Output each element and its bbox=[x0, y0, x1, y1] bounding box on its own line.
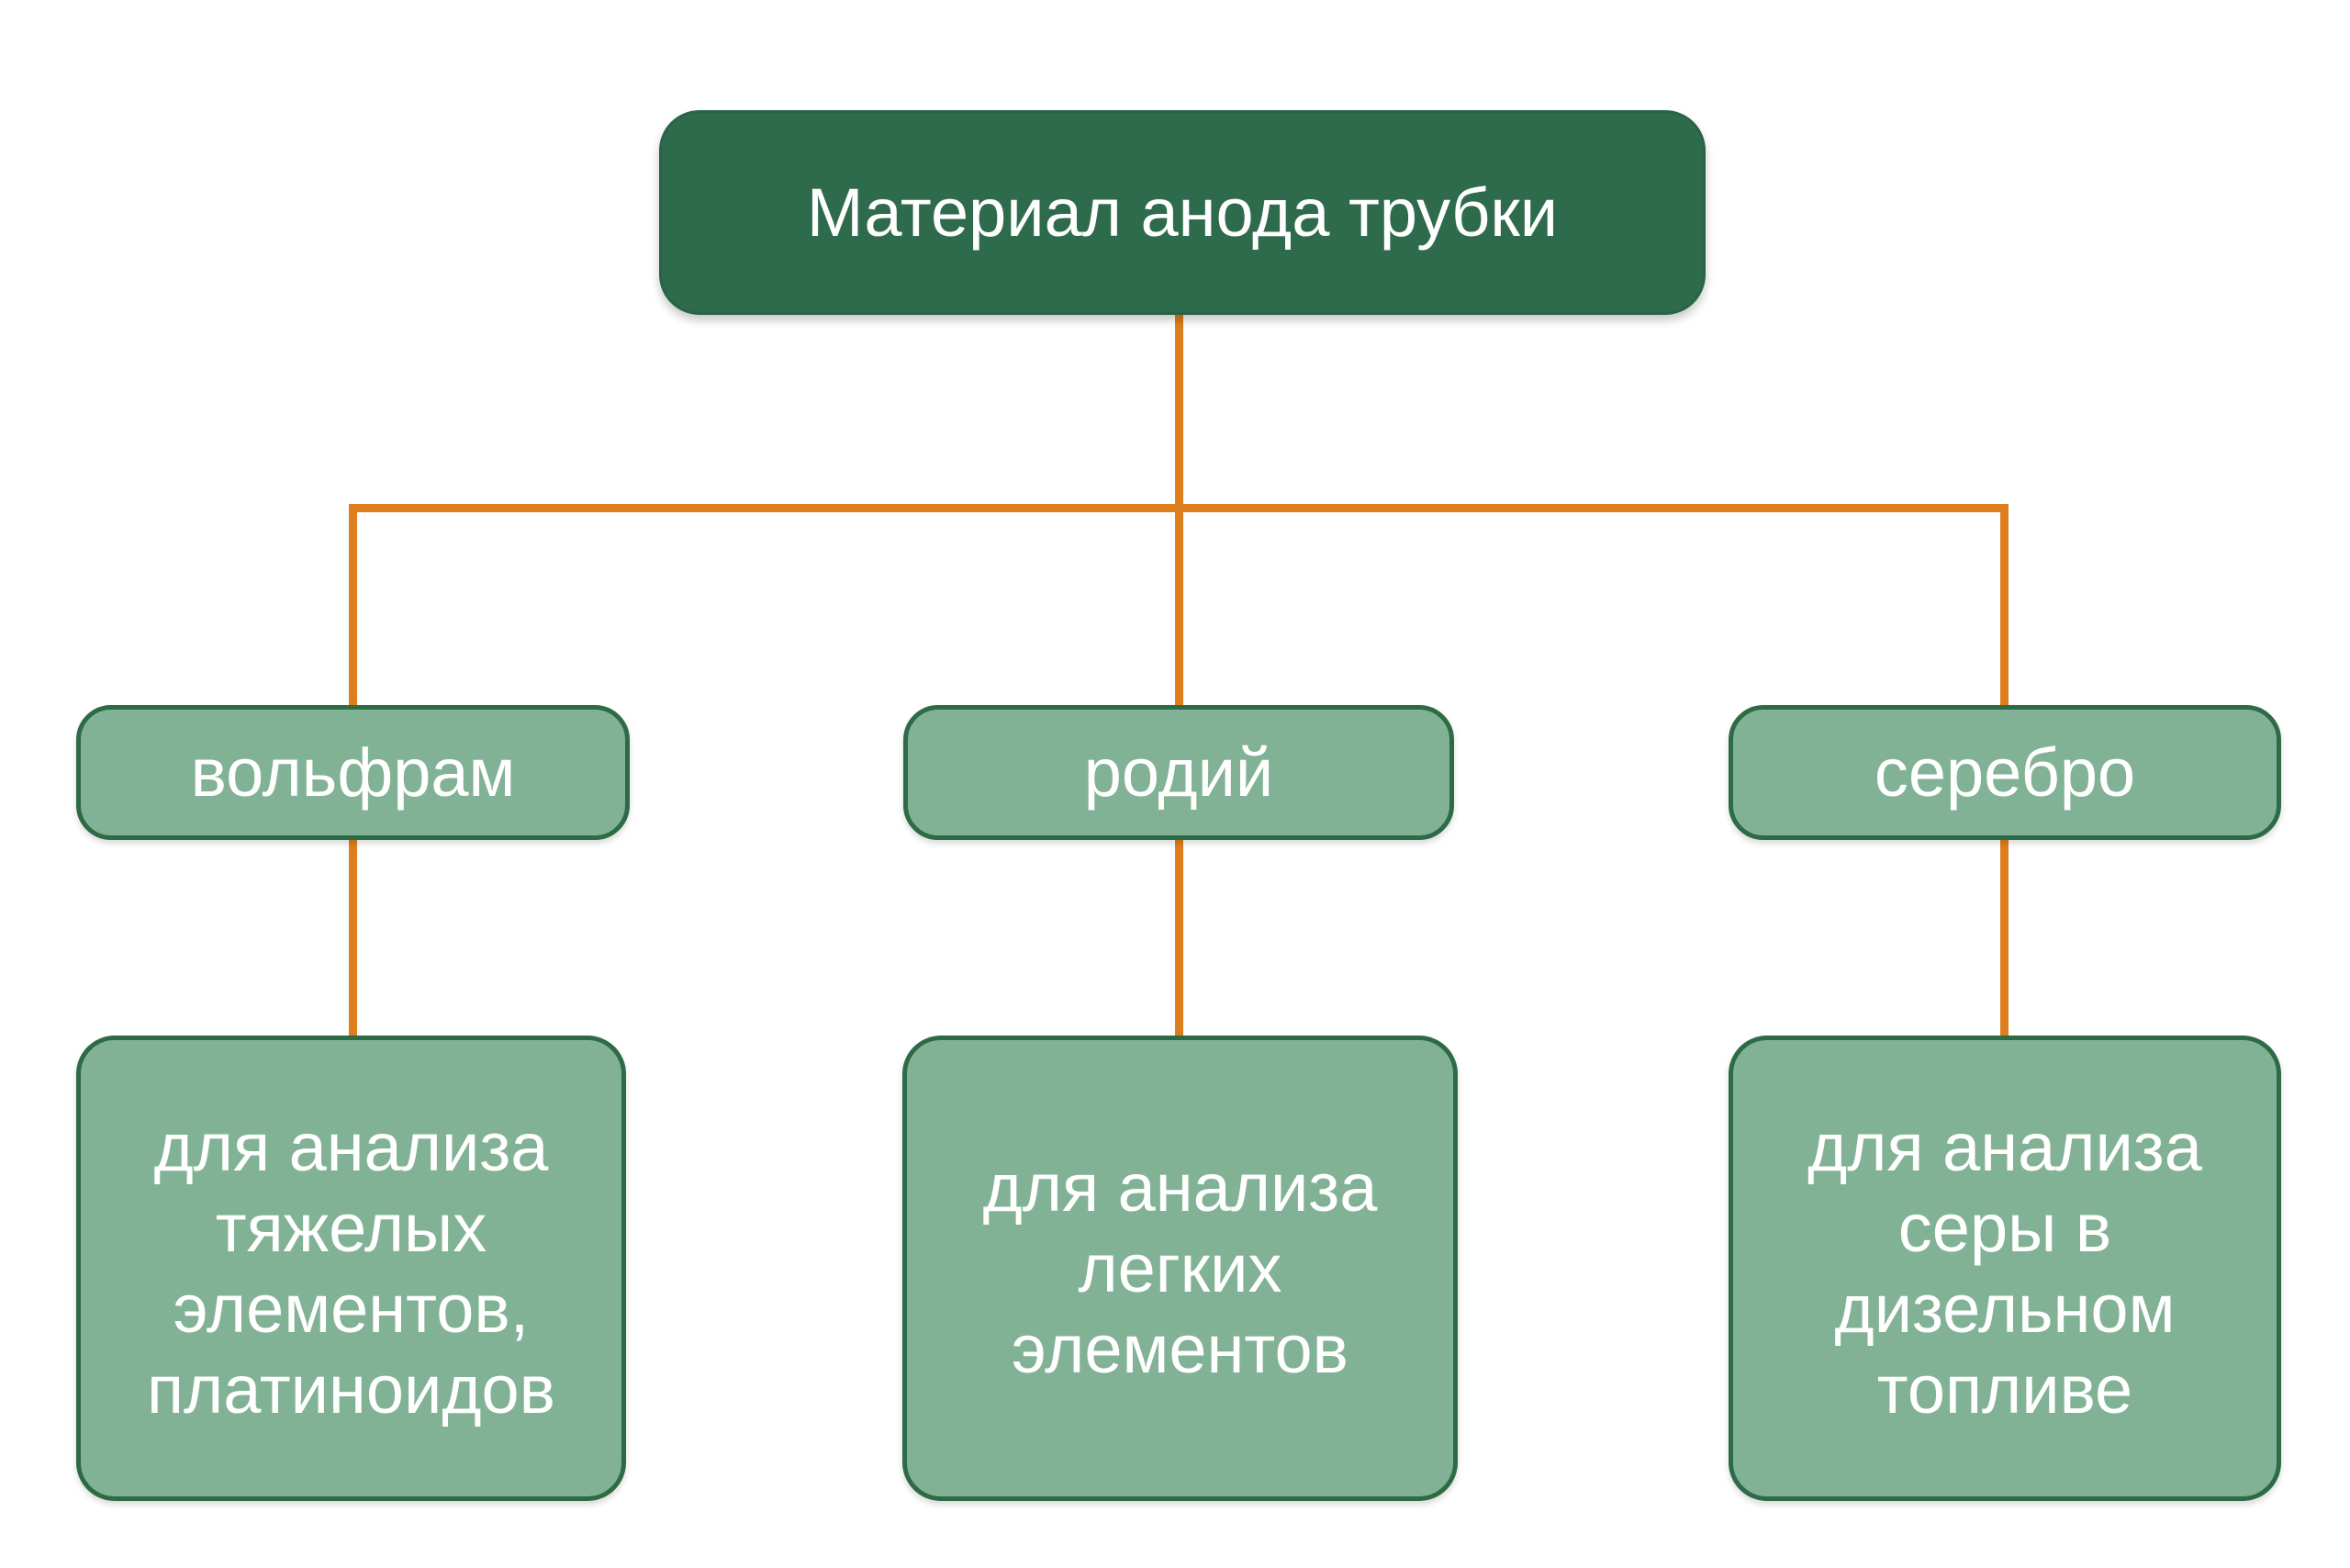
node-silver-label: серебро bbox=[1874, 734, 2136, 811]
detail-silver: для анализа серы в дизельном топливе bbox=[1729, 1036, 2281, 1501]
detail-silver-label: для анализа серы в дизельном топливе bbox=[1807, 1108, 2202, 1428]
connector-drop-silver bbox=[2000, 504, 2009, 709]
connector-drop-rhodium bbox=[1175, 504, 1183, 709]
connector-root-stem bbox=[1175, 312, 1183, 510]
root-node-anode-material: Материал анода трубки bbox=[659, 110, 1706, 315]
root-node-label: Материал анода трубки bbox=[806, 174, 1559, 251]
detail-rhodium-label: для анализа легких элементов bbox=[982, 1148, 1378, 1387]
connector-detail-rhodium bbox=[1175, 835, 1183, 1039]
node-rhodium: родий bbox=[903, 705, 1454, 840]
connector-detail-tungsten bbox=[349, 835, 357, 1039]
detail-rhodium: для анализа легких элементов bbox=[902, 1036, 1458, 1501]
node-silver: серебро bbox=[1729, 705, 2281, 840]
connector-drop-tungsten bbox=[349, 504, 357, 709]
connector-detail-silver bbox=[2000, 835, 2009, 1039]
node-tungsten: вольфрам bbox=[76, 705, 630, 840]
detail-tungsten: для анализа тяжелых элементов, платиноид… bbox=[76, 1036, 626, 1501]
node-tungsten-label: вольфрам bbox=[190, 734, 516, 811]
node-rhodium-label: родий bbox=[1083, 734, 1274, 811]
detail-tungsten-label: для анализа тяжелых элементов, платиноид… bbox=[146, 1108, 555, 1428]
